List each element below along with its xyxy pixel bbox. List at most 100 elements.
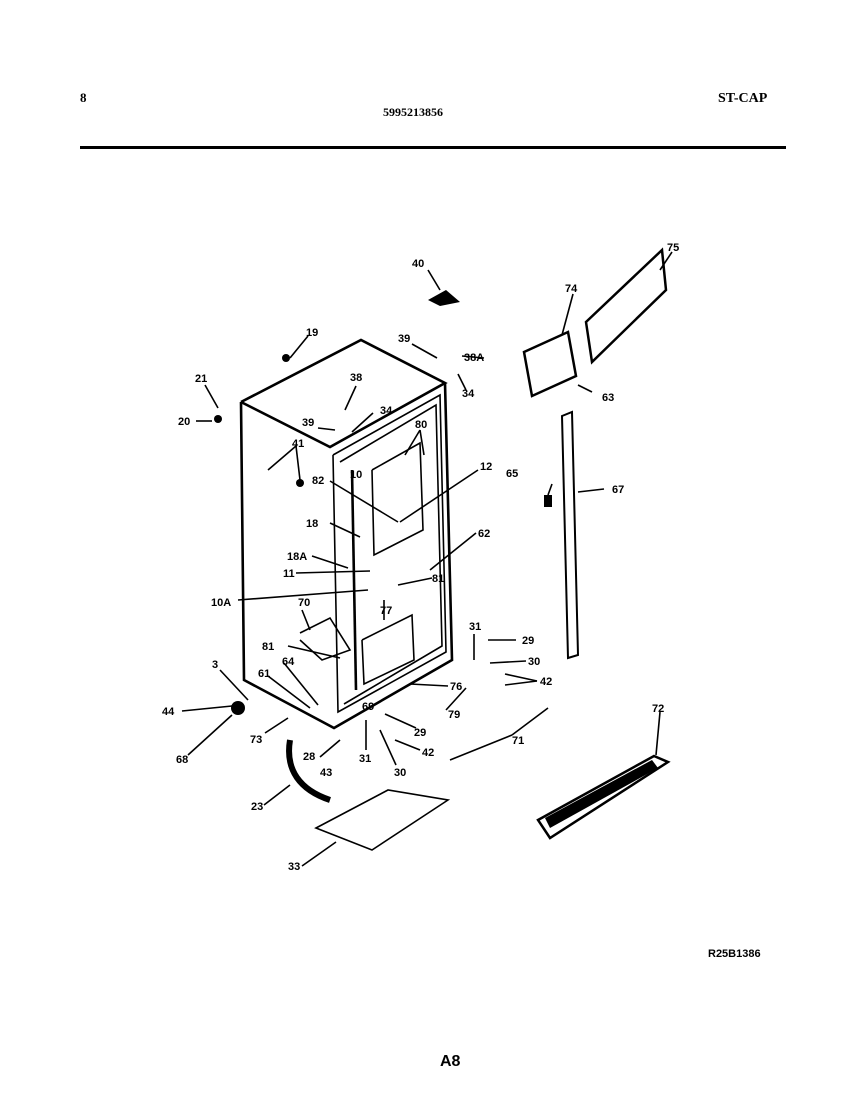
leader-line (329, 522, 361, 538)
callout-label: 64 (282, 656, 295, 668)
leader-line (295, 445, 301, 481)
callout-label: 72 (652, 703, 664, 715)
leader-line (344, 385, 357, 411)
callout-label: 40 (412, 258, 424, 270)
leader-line (301, 841, 337, 867)
callout-label: 79 (448, 709, 460, 721)
callout-label: 61 (258, 668, 270, 680)
parts (214, 247, 671, 851)
callout-label: 70 (298, 597, 310, 609)
leader-lines (181, 251, 673, 867)
callout-label: 74 (565, 283, 578, 295)
leader-line (449, 734, 513, 761)
callout-label: 38A (464, 352, 484, 364)
leader-line (204, 384, 219, 409)
callout-label: 19 (306, 327, 318, 339)
callout-label: 43 (320, 767, 332, 779)
header-rule (80, 146, 786, 149)
leader-line (547, 483, 553, 496)
leader-line (263, 784, 291, 806)
callout-label: 65 (506, 468, 518, 480)
callout-label: 67 (612, 484, 624, 496)
callout-label: 39 (398, 333, 410, 345)
leader-line (427, 269, 441, 291)
leader-line (264, 717, 289, 734)
callout-label: 18A (287, 551, 307, 563)
callout-label: 18 (306, 518, 318, 530)
drawing-code: R25B1386 (708, 948, 761, 960)
callout-label: 34 (380, 405, 393, 417)
leader-line (394, 739, 421, 751)
leader-line (311, 555, 349, 569)
callout-label: 10 (350, 469, 362, 481)
leader-line (384, 713, 417, 729)
callout-label: 75 (667, 242, 679, 254)
callout-label: 12 (480, 461, 492, 473)
leader-line (577, 384, 593, 393)
leader-line (351, 412, 374, 433)
leader-line (329, 480, 399, 523)
leader-line (404, 429, 421, 456)
leader-line (267, 675, 311, 709)
leader-line (289, 335, 309, 359)
callout-label: 81 (262, 641, 274, 653)
callout-label: 10A (211, 597, 231, 609)
callout-label: 21 (195, 373, 207, 385)
callout-label: 63 (602, 392, 614, 404)
callout-label: 77 (380, 605, 392, 617)
callout-label: 62 (478, 528, 490, 540)
leader-line (411, 343, 438, 359)
leader-line (419, 429, 425, 456)
callout-label: 76 (450, 681, 462, 693)
leader-line (504, 680, 538, 686)
callout-label: 33 (288, 861, 300, 873)
leader-line (267, 445, 297, 471)
callout-label: 82 (312, 475, 324, 487)
leader-line (319, 739, 341, 758)
leader-line (237, 589, 369, 601)
callout-label: 42 (422, 747, 434, 759)
callout-label: 71 (512, 735, 524, 747)
leader-line (577, 488, 605, 493)
callout-label: 28 (303, 751, 315, 763)
callout-label: 3 (212, 659, 218, 671)
callout-label: 38 (350, 372, 362, 384)
leader-line (181, 705, 233, 712)
callout-label: 23 (251, 801, 263, 813)
leader-line (187, 714, 233, 756)
leader-line (561, 293, 574, 336)
leader-line (399, 469, 479, 523)
page-label: A8 (440, 1053, 461, 1070)
callout-label: 68 (176, 754, 188, 766)
leader-line (379, 729, 397, 766)
callout-label: 30 (394, 767, 406, 779)
leader-line (659, 251, 673, 271)
leader-line (287, 645, 341, 659)
callout-label: 29 (414, 727, 426, 739)
callout-label: 42 (540, 676, 552, 688)
leader-line (295, 570, 371, 574)
leader-line (429, 532, 477, 571)
leader-line (219, 669, 249, 701)
leader-line (397, 577, 433, 586)
leader-line (283, 662, 319, 706)
callout-label: 44 (162, 706, 175, 718)
callout-label: 31 (469, 621, 481, 633)
model-code: ST-CAP (718, 91, 768, 106)
cabinet (239, 338, 454, 730)
leader-line (489, 660, 527, 664)
callout-label: 30 (528, 656, 540, 668)
leader-line (457, 373, 467, 391)
callout-label: 73 (250, 734, 262, 746)
callout-label: 34 (462, 388, 475, 400)
callout-label: 80 (415, 419, 427, 431)
callout-label: 41 (292, 438, 304, 450)
leader-line (301, 609, 311, 631)
callout-label: 69 (362, 701, 374, 713)
leader-line (409, 683, 449, 687)
callout-label: 31 (359, 753, 371, 765)
callout-label: 39 (302, 417, 314, 429)
callout-label: 29 (522, 635, 534, 647)
leader-line (511, 707, 549, 736)
